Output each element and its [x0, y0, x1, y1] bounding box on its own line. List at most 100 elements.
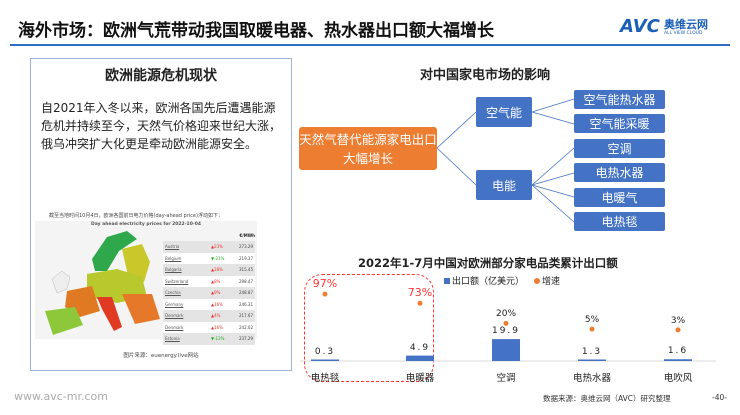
legend-item-growth: 增速: [534, 274, 560, 287]
country[interactable]: Bulgaria: [165, 267, 182, 273]
price: 248.87: [239, 290, 253, 296]
value-label: 1.3: [581, 346, 603, 357]
change: ▲16%: [211, 301, 223, 307]
diagram-title: 对中国家电市场的影响: [420, 68, 551, 83]
bar-1: [406, 355, 434, 361]
growth-point-0: [322, 291, 328, 297]
root-node: 天然气替代能源家电出口大幅增长: [299, 127, 437, 170]
bar-3: [578, 359, 606, 361]
change: ▲9%: [211, 290, 221, 296]
price-row: Belgium ▼-21% 219.37: [163, 252, 255, 264]
category-label: 电热水器: [572, 373, 612, 384]
logo-en: ALL VIEW CLOUD: [664, 31, 703, 36]
growth-label: 20%: [495, 309, 517, 320]
growth-label: 73%: [407, 286, 433, 300]
country[interactable]: Austria: [165, 244, 180, 250]
growth-point-1: [417, 300, 423, 306]
price-row: Estonia ▼-12% 237.29: [163, 333, 255, 345]
price: 315.45: [239, 267, 253, 273]
leaf-node: 电热毯: [574, 212, 665, 231]
data-source: 数据来源：奥维云网（AVC）研究整理: [543, 394, 671, 403]
country[interactable]: Denmark: [165, 313, 184, 319]
chart-title: 2022年1-7月中国对欧洲部分家电品类累计出口额: [358, 256, 618, 270]
map-caption: 截至当地时间10月4日，欧洲各国前日电力价格(day-ahead price)浮…: [49, 213, 223, 219]
price-row: Bulgaria ▲28% 315.45: [163, 264, 255, 276]
country[interactable]: Estonia: [165, 336, 180, 342]
change: ▼-12%: [211, 336, 225, 342]
legend-swatch: [444, 277, 450, 284]
bar-2: [492, 339, 520, 361]
change: ▲8%: [211, 278, 221, 284]
change: ▼-21%: [211, 255, 225, 261]
chart-legend: 出口额（亿美元） 增速: [444, 274, 560, 287]
panel-title: 欧洲能源危机现状: [105, 68, 217, 84]
diagram-connectors: [436, 98, 575, 223]
category-label: 电暖器: [405, 373, 435, 384]
legend-label: 出口额（亿美元）: [452, 277, 525, 287]
legend-item-export: 出口额（亿美元）: [444, 274, 524, 287]
growth-label: 3%: [670, 315, 686, 326]
price: 298.47: [239, 278, 253, 284]
country[interactable]: Switzerland: [165, 278, 189, 284]
country[interactable]: Czechia: [165, 290, 181, 296]
leaf-node: 空气能热水器: [574, 90, 665, 109]
change: ▲16%: [211, 324, 223, 330]
change: ▲4%: [211, 313, 221, 319]
page-number: -40-: [712, 393, 727, 402]
price-row: Austria ▲23% 273.29: [163, 241, 255, 253]
leaf-node: 空气能采暖: [574, 114, 665, 133]
category-label: 空调: [496, 373, 516, 384]
price-row: Germany ▲16% 246.31: [163, 298, 255, 310]
price-row: Denmark ▲16% 242.02: [163, 321, 255, 333]
footer-url[interactable]: www.avc-mr.com: [14, 390, 108, 403]
panel-text: 自2021年入冬以来，欧洲各国先后遭遇能源危机并持续至今，天然气价格迎来世纪大涨…: [41, 101, 282, 151]
page-title: 海外市场：欧洲气荒带动我国取暖电器、热水器出口额大福增长: [18, 21, 494, 41]
logo-text: AVC: [620, 16, 660, 37]
value-label: 19.9: [491, 326, 521, 337]
bar-4: [664, 359, 692, 361]
leaf-node: 电暖气: [574, 188, 665, 207]
leaf-node: 空调: [574, 139, 665, 158]
country[interactable]: Denmark: [165, 324, 184, 330]
map-source: 图片来源：euenergy.live网站: [123, 353, 199, 359]
growth-label: 97%: [312, 277, 338, 291]
map-title: Day ahead electricity prices for 2022-10…: [91, 222, 201, 227]
logo-cn: 奥维云网: [664, 18, 708, 31]
europe-map-image: [45, 231, 160, 335]
change: ▲23%: [211, 244, 223, 250]
price: 273.29: [239, 244, 253, 250]
legend-swatch: [534, 277, 541, 284]
header-divider: [10, 44, 730, 46]
price: 246.31: [239, 301, 253, 307]
category-label: 电热毯: [310, 373, 340, 384]
growth-point-3: [589, 326, 595, 332]
value-label: 1.6: [667, 346, 689, 357]
price: 217.67: [239, 313, 253, 319]
growth-label: 5%: [584, 315, 600, 326]
category-label: 电吹风: [663, 373, 693, 384]
value-label: 4.9: [409, 342, 431, 353]
price: 242.02: [239, 324, 253, 330]
legend-label: 增速: [542, 277, 561, 287]
bar-0: [311, 359, 339, 361]
price-row: Switzerland ▲8% 298.47: [163, 275, 255, 287]
energy-crisis-panel: 欧洲能源危机现状 自2021年入冬以来，欧洲各国先后遭遇能源危机并持续至今，天然…: [30, 58, 292, 371]
change: ▲28%: [211, 267, 223, 273]
unit-label: €/MWh: [239, 233, 255, 238]
price: 219.37: [239, 255, 253, 261]
country[interactable]: Germany: [165, 301, 184, 307]
country[interactable]: Belgium: [165, 255, 182, 261]
value-label: 0.3: [314, 346, 336, 357]
electricity-price-map: Day ahead electricity prices for 2022-10…: [35, 221, 257, 345]
price-row: Czechia ▲9% 248.87: [163, 287, 255, 299]
avc-logo: AVC 奥维云网 ALL VIEW CLOUD: [620, 14, 730, 40]
growth-point-2: [503, 320, 509, 326]
growth-point-4: [675, 327, 681, 333]
branch-air-energy: 空气能: [476, 97, 532, 127]
branch-electric-energy: 电能: [476, 170, 532, 200]
leaf-node: 电热水器: [574, 163, 665, 182]
price: 237.29: [239, 336, 253, 342]
price-row: Denmark ▲4% 217.67: [163, 310, 255, 322]
highlight-box: [304, 274, 434, 382]
